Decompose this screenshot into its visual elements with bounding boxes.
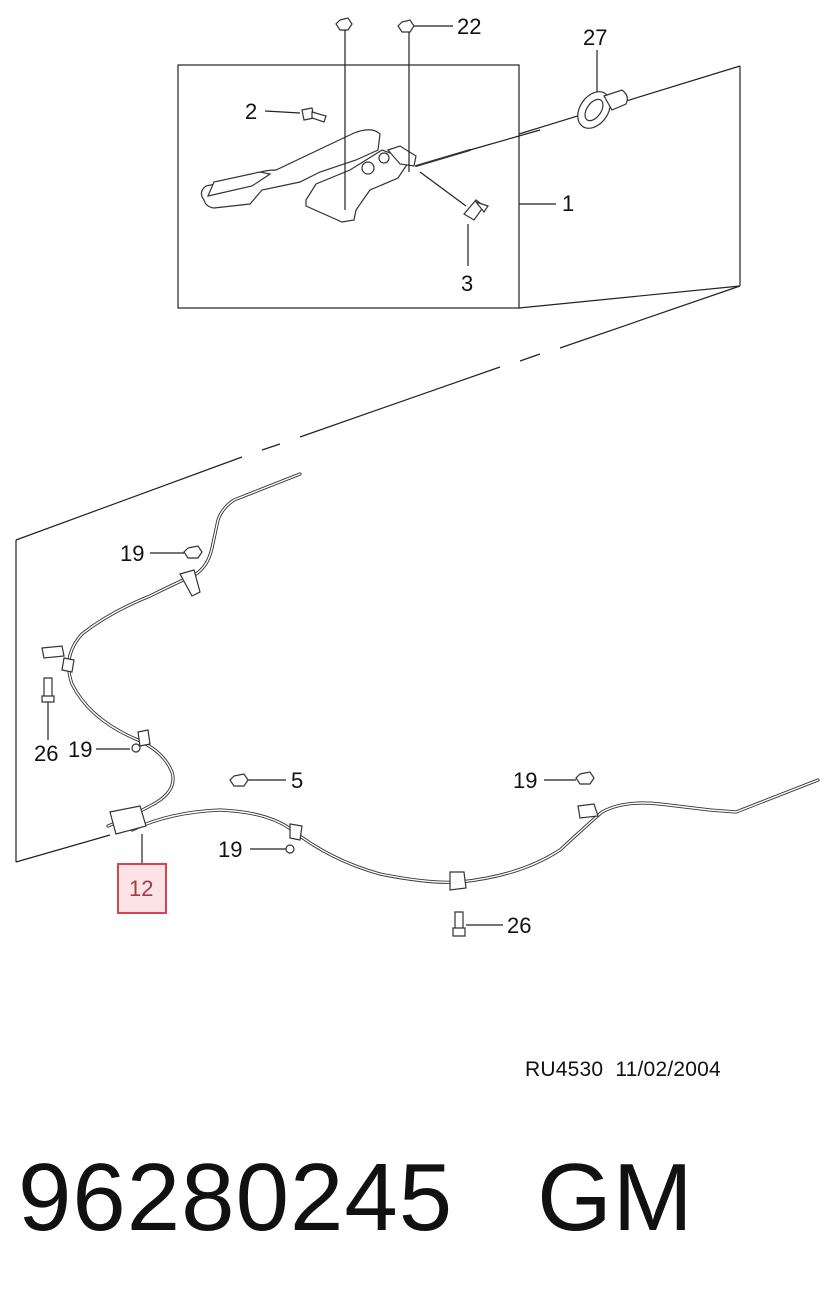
callout-19-top[interactable]: 19 — [120, 541, 144, 566]
part-number: 96280245 — [18, 1144, 454, 1251]
drawing-stamp: RU4530 11/02/2004 — [525, 1058, 721, 1082]
callout-22[interactable]: 22 — [457, 14, 481, 39]
lever-assembly-frame — [177, 64, 520, 309]
highlight-box — [117, 863, 167, 914]
bolt-icon — [301, 107, 327, 123]
upper-leaders — [264, 25, 598, 266]
bolt-icon — [41, 677, 466, 937]
grommet-icon — [577, 89, 628, 129]
nut-icon — [335, 17, 415, 33]
nut-icon — [131, 545, 595, 854]
callout-1[interactable]: 1 — [562, 191, 574, 216]
drawing-date: 11/02/2004 — [615, 1058, 721, 1081]
part-brand: GM — [537, 1144, 694, 1251]
callout-12[interactable]: 12 — [129, 876, 153, 901]
cable-icon — [130, 778, 820, 884]
callout-26-bottom[interactable]: 26 — [507, 913, 531, 938]
cable-bracket — [41, 569, 599, 891]
cable-icon — [67, 472, 302, 828]
callout-3[interactable]: 3 — [461, 271, 473, 296]
callout-19-bottom[interactable]: 19 — [218, 837, 242, 862]
handbrake-lever-icon — [200, 129, 541, 223]
drawing-code: RU4530 — [525, 1058, 604, 1081]
callout-2[interactable]: 2 — [245, 99, 257, 124]
lower-leaders — [47, 552, 576, 926]
callout-5[interactable]: 5 — [291, 768, 303, 793]
callout-19-right[interactable]: 19 — [513, 768, 537, 793]
callout-27[interactable]: 27 — [583, 25, 607, 50]
callout-26-left[interactable]: 26 — [34, 741, 58, 766]
floor-plane-outline — [15, 65, 741, 863]
leader-clip — [419, 171, 467, 207]
clip-icon — [463, 199, 489, 221]
callout-19-left[interactable]: 19 — [68, 737, 92, 762]
